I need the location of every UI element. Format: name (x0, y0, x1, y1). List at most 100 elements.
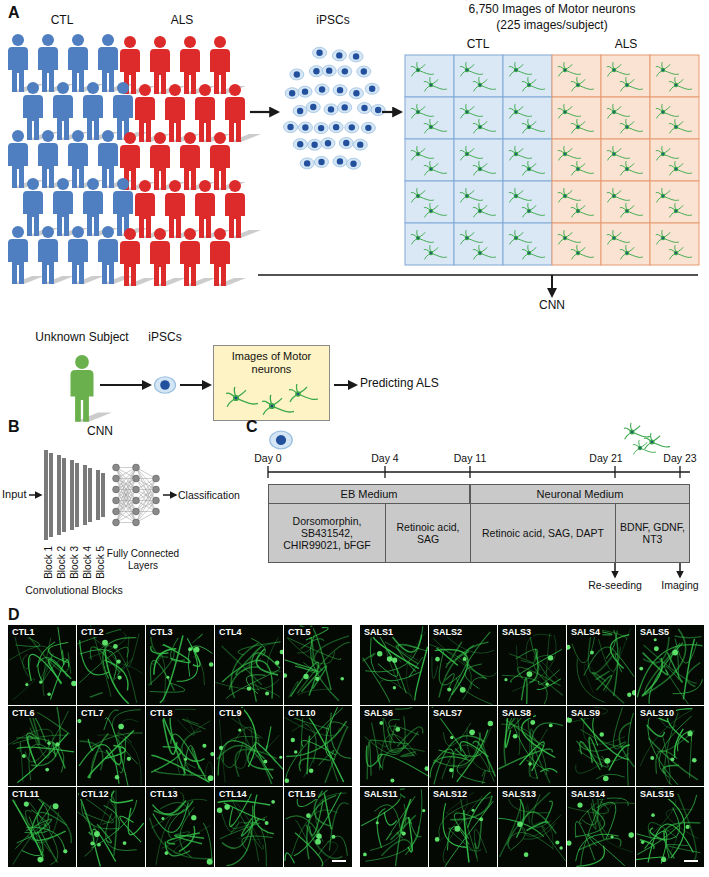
subject-label: CTL3 (148, 627, 175, 637)
neurite (467, 112, 483, 116)
neurite (223, 736, 260, 761)
neurite (446, 642, 462, 668)
soma (275, 660, 279, 664)
neurite (429, 644, 471, 700)
ipsc-cell (338, 102, 352, 113)
soma (184, 758, 187, 761)
stage-label: iPSCs (316, 14, 349, 28)
person-head (72, 226, 84, 238)
fc-unit (153, 508, 160, 515)
neurite (377, 718, 390, 747)
neuron-icon (411, 146, 434, 160)
soma (247, 686, 251, 690)
ipsc-cell (349, 88, 363, 99)
neurite (442, 745, 495, 782)
neurite (254, 795, 274, 834)
ipsc-cell (333, 156, 347, 167)
neurite (437, 648, 458, 665)
soma-nucleus (564, 153, 566, 155)
arrow (100, 384, 150, 386)
soma (280, 650, 283, 655)
neurite (117, 658, 133, 675)
neurite (614, 196, 630, 200)
soma (469, 730, 475, 736)
neurite (676, 169, 692, 173)
subject-label: SALS4 (569, 627, 602, 637)
neurite (98, 646, 137, 703)
soma (224, 804, 230, 810)
neurite (418, 154, 434, 158)
neurite (15, 805, 51, 849)
grid-cell (601, 55, 650, 97)
person-head (139, 180, 151, 192)
neurite (106, 813, 137, 850)
soma-nucleus (613, 111, 615, 113)
output-label: Predicting ALS (360, 377, 439, 391)
neurite (384, 812, 396, 825)
subject-label: CTL5 (286, 627, 313, 637)
cell-body (270, 431, 292, 449)
micrograph-tile: CTL13 (146, 787, 214, 867)
neurite (529, 85, 545, 89)
person-head (27, 178, 39, 190)
person-head (42, 130, 54, 142)
neurite (467, 238, 483, 242)
line (136, 468, 156, 501)
neurite (128, 808, 143, 835)
person-head (12, 130, 24, 142)
subject-label: CTL11 (10, 789, 41, 799)
conv-bar (75, 463, 79, 527)
neuron-icon (669, 161, 692, 175)
neurite (637, 808, 680, 840)
neurite (433, 749, 454, 778)
micrograph-tile: SALS4 (567, 625, 635, 705)
neurite (467, 154, 483, 158)
text-wrap: CTL7 (79, 708, 106, 718)
cell-body (324, 104, 338, 115)
soma (576, 209, 580, 213)
neurite (415, 647, 428, 701)
neurite (285, 853, 294, 863)
person-body (210, 49, 230, 94)
soma (416, 236, 420, 240)
neurite (576, 834, 619, 861)
neuron-icon (607, 62, 630, 76)
fc-unit (133, 486, 140, 493)
neurite (647, 725, 665, 736)
soma-nucleus (675, 252, 677, 254)
soma (625, 251, 629, 255)
soma-nucleus (675, 84, 677, 86)
ipsc-cell (309, 66, 323, 77)
ipsc-cell (293, 139, 307, 150)
neurite (675, 636, 702, 638)
soma (577, 802, 582, 807)
person-body (225, 97, 245, 142)
soma-nucleus (528, 168, 530, 170)
neurite (397, 727, 423, 747)
person-head (75, 355, 89, 369)
soma (576, 83, 580, 87)
soma-nucleus (479, 252, 481, 254)
neuron-icon (289, 384, 318, 402)
neurite (81, 803, 118, 829)
cell-text: Neuronal Medium (537, 488, 624, 501)
micrograph-tile: CTL14 (215, 787, 283, 867)
conv-bar (70, 460, 74, 530)
micrograph-tile: CTL11 (8, 787, 76, 867)
text-wrap: SALS11 (362, 789, 400, 799)
person-head (214, 228, 226, 240)
soma (674, 209, 678, 213)
soma (379, 721, 383, 725)
soma (340, 677, 344, 681)
soma (576, 125, 580, 129)
soma-nucleus (626, 252, 628, 254)
neurite (687, 663, 701, 687)
soma-nucleus (515, 237, 517, 239)
neurite (615, 654, 634, 677)
soma (306, 813, 311, 818)
neurite (266, 726, 271, 751)
line (469, 466, 470, 478)
soma (649, 439, 654, 444)
neurite (508, 792, 550, 849)
ipsc-cell (329, 122, 343, 133)
